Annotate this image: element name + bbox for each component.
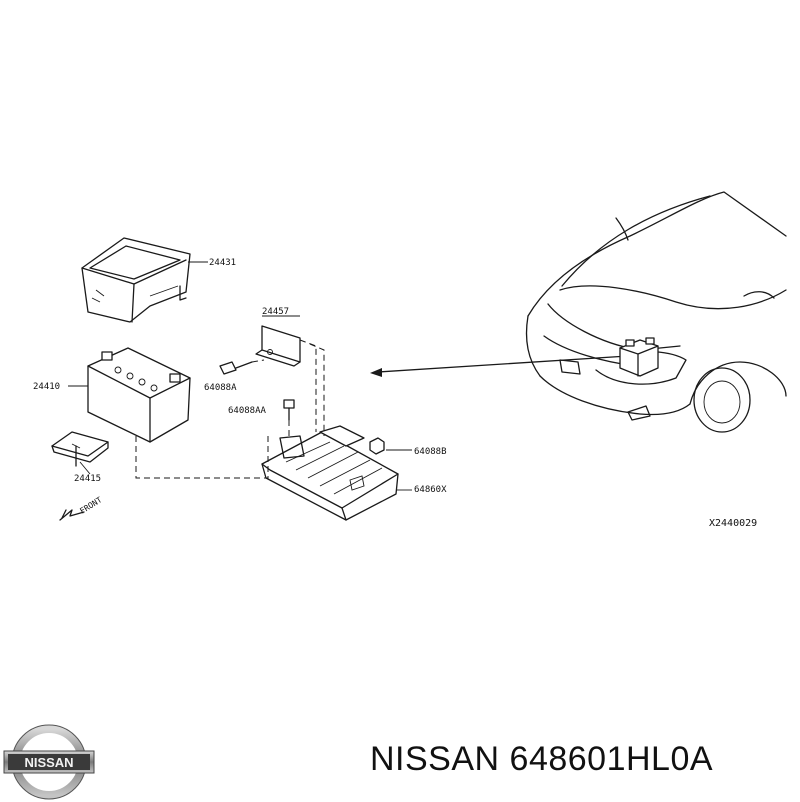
nut-64088b [369, 437, 412, 455]
label-24431: 24431 [209, 258, 236, 268]
front-direction-marker [59, 509, 85, 521]
label-64088b: 64088B [414, 447, 447, 457]
label-24410: 24410 [33, 382, 60, 392]
assembly-guide-lines [135, 339, 325, 479]
bolt-64088aa [283, 399, 295, 421]
battery-tray [261, 425, 412, 521]
label-front: FRONT [78, 495, 103, 515]
label-64088aa: 64088AA [228, 406, 267, 416]
battery [68, 347, 191, 443]
label-24457: 24457 [262, 307, 289, 317]
label-64860x: 64860X [414, 485, 447, 495]
nissan-logo: NISSAN [3, 724, 95, 800]
bolt-64088a [219, 361, 253, 375]
nissan-logo-text: NISSAN [24, 755, 73, 770]
label-64088a: 64088A [204, 383, 237, 393]
vehicle-front-view [525, 191, 787, 433]
battery-clamp [51, 431, 109, 475]
location-leader-arrow [370, 355, 629, 377]
label-24415: 24415 [74, 474, 101, 484]
part-number-caption: NISSAN 648601HL0A [370, 740, 714, 778]
battery-bracket [255, 315, 301, 367]
diagram-reference: X2440029 [709, 518, 757, 529]
battery-cover [81, 237, 208, 323]
